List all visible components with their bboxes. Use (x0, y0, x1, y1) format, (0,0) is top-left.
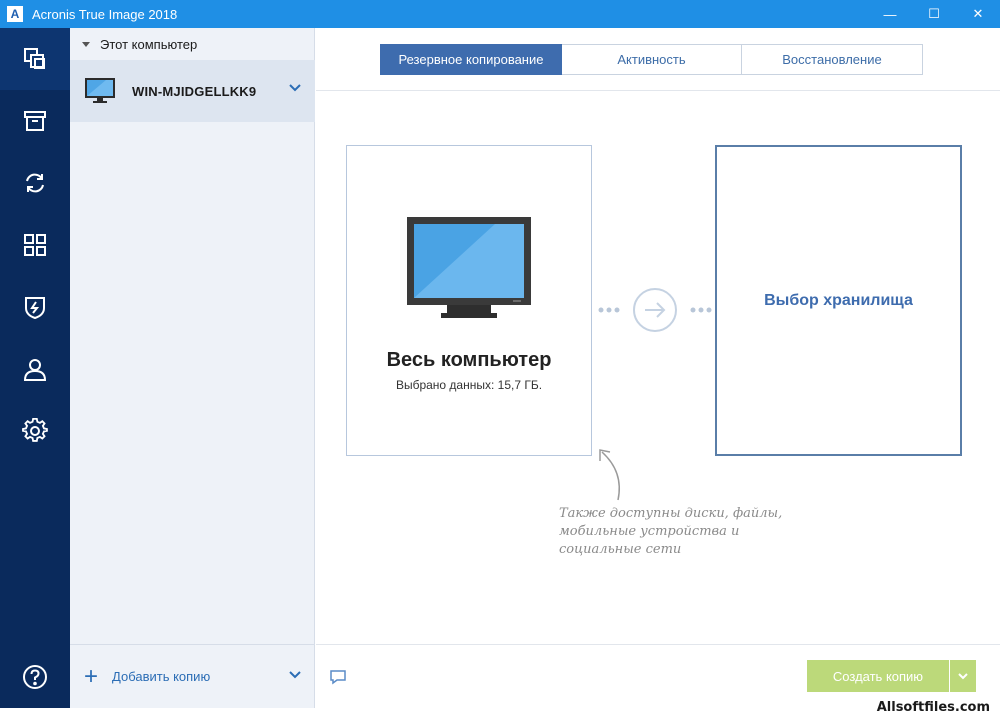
tab-group: Резервное копирование Активность Восстан… (380, 44, 923, 75)
tabs-bar: Резервное копирование Активность Восстан… (316, 28, 1000, 91)
rail-item-backup[interactable] (0, 28, 70, 90)
gear-icon (22, 418, 48, 442)
main-panel: Резервное копирование Активность Восстан… (316, 28, 1000, 708)
add-backup-label: Добавить копию (112, 669, 211, 684)
storage-destination-card[interactable]: Выбор хранилища (715, 145, 962, 456)
rail-item-archive[interactable] (0, 90, 70, 152)
this-computer-label: Этот компьютер (100, 36, 198, 52)
rail-item-help[interactable] (0, 646, 70, 708)
monitor-icon (407, 217, 531, 318)
help-icon (23, 665, 47, 689)
chat-bubble-icon[interactable] (329, 669, 347, 685)
user-icon (23, 359, 47, 381)
plus-icon: + (84, 662, 99, 690)
footer-bar: Создать копию (316, 644, 1000, 708)
create-backup-dropdown[interactable] (950, 660, 976, 692)
shield-bolt-icon (25, 297, 45, 320)
rail-item-tools[interactable] (0, 214, 70, 276)
close-button[interactable]: ✕ (972, 6, 984, 21)
hint-text: Также доступны диски, файлы, мобильные у… (559, 506, 783, 557)
source-title: Весь компьютер (386, 349, 552, 371)
rail-item-protection[interactable] (0, 276, 70, 338)
watermark: Allsoftfiles.com (876, 700, 990, 715)
tab-backup[interactable]: Резервное копирование (380, 44, 562, 75)
grid-icon (24, 234, 46, 256)
this-computer-header[interactable]: Этот компьютер (70, 28, 315, 60)
chevron-down-icon[interactable] (289, 84, 301, 92)
rail-item-settings[interactable] (0, 400, 70, 462)
monitor-icon (85, 78, 115, 103)
backup-source-card[interactable]: Весь компьютер Выбрано данных: 15,7 ГБ. (346, 145, 592, 456)
device-item[interactable]: WIN-MJIDGELLKK9 (70, 60, 315, 122)
source-subtitle: Выбрано данных: 15,7 ГБ. (395, 378, 543, 392)
destination-label: Выбор хранилища (764, 291, 913, 309)
device-name: WIN-MJIDGELLKK9 (132, 83, 257, 99)
tab-activity[interactable]: Активность (562, 44, 742, 75)
archive-box-icon (24, 111, 46, 131)
backup-copy-icon (24, 48, 45, 69)
curved-arrow-icon (599, 449, 620, 501)
maximize-button[interactable]: ☐ (928, 6, 940, 21)
chevron-down-icon[interactable] (289, 671, 301, 679)
window-controls: — ☐ ✕ (868, 0, 1000, 28)
title-bar: A Acronis True Image 2018 — ☐ ✕ (0, 0, 1000, 28)
add-backup-row[interactable]: + Добавить копию (70, 644, 315, 708)
sync-arrows-icon (26, 173, 44, 193)
rail-item-account[interactable] (0, 338, 70, 400)
device-sidebar: Этот компьютер WIN-MJIDGELLKK9 + Добавит… (70, 28, 315, 708)
nav-rail (0, 28, 70, 708)
rail-item-sync[interactable] (0, 152, 70, 214)
tab-recovery[interactable]: Восстановление (742, 44, 923, 75)
chevron-down-icon (958, 672, 968, 679)
window-title: Acronis True Image 2018 (32, 6, 178, 22)
collapse-triangle-icon (82, 41, 90, 47)
arrow-connector-icon (598, 288, 712, 332)
minimize-button[interactable]: — (883, 6, 897, 22)
create-backup-button[interactable]: Создать копию (807, 660, 949, 692)
app-logo-icon: A (7, 6, 23, 22)
